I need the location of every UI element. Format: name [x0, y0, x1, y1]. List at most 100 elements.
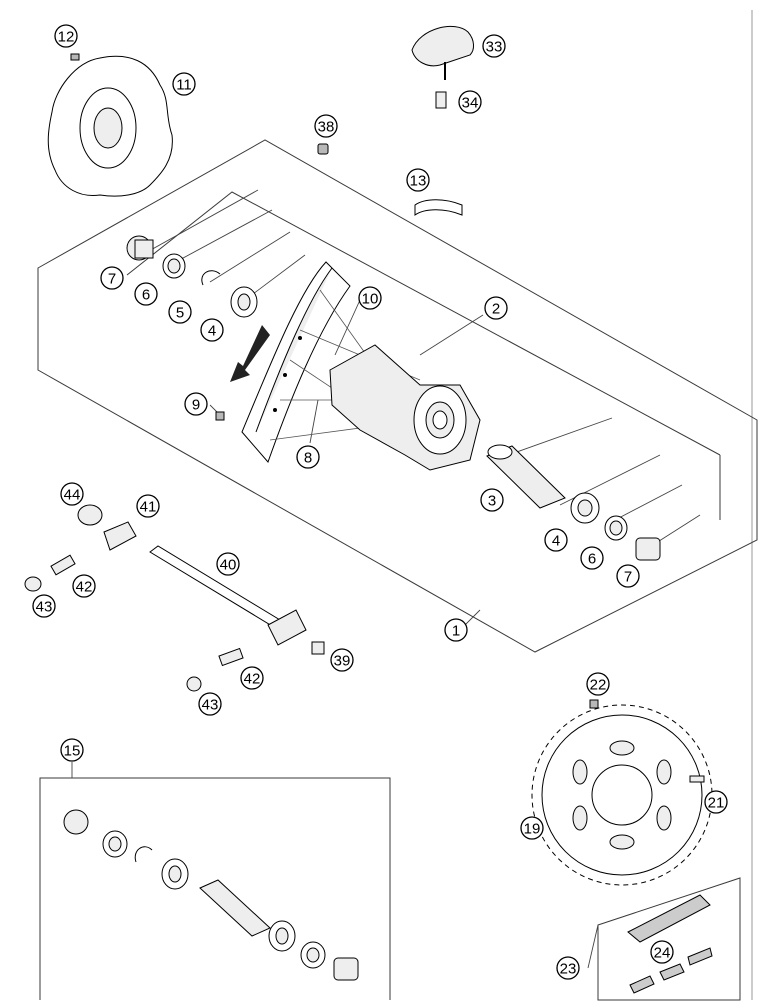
- hub: [329, 344, 481, 471]
- bearing-kit-frame: [39, 762, 391, 1000]
- wheel-assembly-frame: [37, 139, 758, 653]
- callout-40: 40: [216, 552, 240, 576]
- callout-44: 44: [60, 482, 84, 506]
- rim: [241, 261, 351, 463]
- callout-6a: 6: [134, 282, 158, 306]
- callout-circle: [556, 956, 580, 980]
- callout-circle: [544, 528, 568, 552]
- spacer-7-right: [635, 537, 661, 561]
- callout-circle: [100, 266, 124, 290]
- callout-number: 3: [488, 493, 496, 510]
- callout-12: 12: [54, 24, 78, 48]
- callout-circle: [296, 445, 320, 469]
- callout-number: 13: [410, 173, 427, 190]
- spacer-7-left: [126, 235, 154, 261]
- callout-number: 23: [560, 961, 577, 978]
- callout-10: 10: [358, 286, 382, 310]
- callout-number: 40: [220, 557, 237, 574]
- callout-number: 44: [64, 487, 81, 504]
- callout-circle: [184, 392, 208, 416]
- callout-42b: 42: [240, 666, 264, 690]
- callout-circle: [484, 296, 508, 320]
- sprocket: [531, 704, 713, 886]
- callout-41: 41: [136, 494, 160, 518]
- callout-number: 4: [552, 533, 560, 550]
- part-39: [311, 641, 325, 655]
- callout-circle: [458, 90, 482, 114]
- callout-number: 22: [590, 677, 607, 694]
- spoke-nipple: [215, 411, 225, 421]
- callout-number: 19: [524, 821, 541, 838]
- rotation-arrow: [230, 325, 270, 382]
- callout-number: 41: [140, 499, 157, 516]
- callout-number: 7: [108, 271, 116, 288]
- callout-circle: [168, 300, 192, 324]
- callout-4a: 4: [200, 318, 224, 342]
- seal-6-right: [604, 515, 628, 541]
- nut-22: [589, 699, 599, 709]
- axle-block-41: [103, 521, 137, 551]
- callout-3: 3: [480, 488, 504, 512]
- part-34: [435, 91, 447, 109]
- callout-circle: [330, 648, 354, 672]
- callout-7a: 7: [100, 266, 124, 290]
- callout-number: 24: [654, 945, 671, 962]
- callout-circle: [580, 546, 604, 570]
- callout-22: 22: [586, 672, 610, 696]
- callout-circle: [216, 552, 240, 576]
- adjuster-bolt-42b: [218, 647, 244, 667]
- spacer-tube: [486, 444, 566, 509]
- callout-circle: [32, 594, 56, 618]
- callout-2: 2: [484, 296, 508, 320]
- callout-circle: [520, 816, 544, 840]
- callout-number: 39: [334, 653, 351, 670]
- part-33: [411, 25, 474, 80]
- bearing-kit-parts: [63, 809, 359, 981]
- callout-number: 11: [176, 77, 192, 94]
- callout-34: 34: [458, 90, 482, 114]
- callout-4b: 4: [544, 528, 568, 552]
- callout-24: 24: [650, 940, 674, 964]
- bearing-4-right: [570, 492, 600, 524]
- bearing-4-left: [230, 286, 258, 318]
- callout-8: 8: [296, 445, 320, 469]
- callout-circle: [358, 286, 382, 310]
- chain-frame: [587, 877, 741, 1001]
- callout-number: 34: [462, 95, 479, 112]
- callout-circle: [240, 666, 264, 690]
- callout-21: 21: [704, 790, 728, 814]
- callout-9: 9: [184, 392, 208, 416]
- callout-number: 12: [58, 29, 75, 46]
- callout-number: 6: [142, 287, 150, 304]
- callout-43b: 43: [198, 692, 222, 716]
- nut-43a: [24, 576, 42, 592]
- nut-44: [77, 504, 103, 526]
- callout-number: 21: [708, 795, 725, 812]
- callout-19: 19: [520, 816, 544, 840]
- bolt-12: [70, 53, 80, 61]
- callout-number: 6: [588, 551, 596, 568]
- circlip-5: [201, 270, 221, 286]
- rim-tape: [414, 199, 463, 216]
- callout-circle: [72, 574, 96, 598]
- callout-labels: 1211333438137654102983467444140424313942…: [32, 24, 728, 980]
- callout-number: 2: [492, 301, 500, 318]
- callout-circle: [60, 482, 84, 506]
- callout-number: 9: [192, 397, 200, 414]
- callout-6b: 6: [580, 546, 604, 570]
- callout-39: 39: [330, 648, 354, 672]
- callout-number: 7: [624, 569, 632, 586]
- nut-43b: [186, 676, 202, 692]
- callout-number: 42: [76, 579, 93, 596]
- brake-disc: [47, 55, 173, 197]
- callout-11: 11: [172, 72, 196, 96]
- callout-43a: 43: [32, 594, 56, 618]
- callout-33: 33: [482, 34, 506, 58]
- bolt-21: [689, 775, 705, 783]
- callout-circle: [172, 72, 196, 96]
- callout-circle: [406, 168, 430, 192]
- callout-38: 38: [314, 114, 338, 138]
- callout-number: 38: [318, 119, 335, 136]
- callout-circle: [200, 318, 224, 342]
